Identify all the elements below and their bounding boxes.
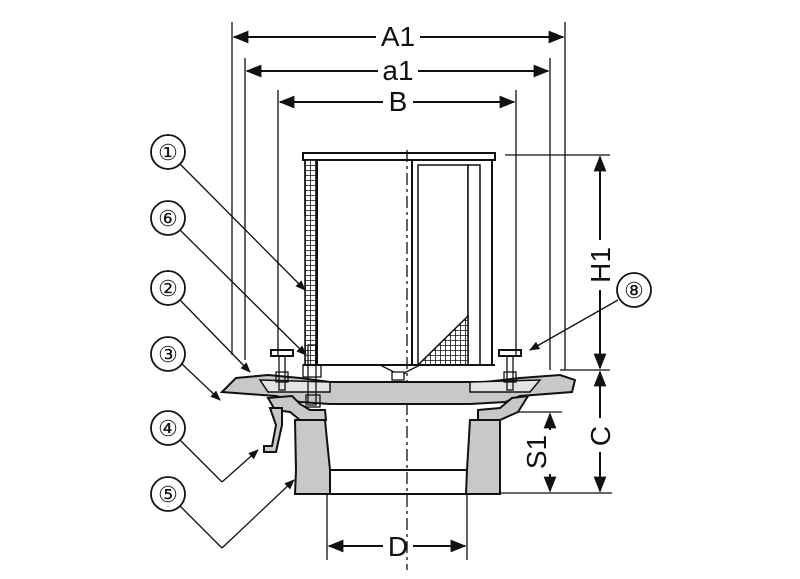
label-A1: A1	[381, 21, 415, 52]
bolt-right	[498, 349, 522, 391]
callout-3: ③	[150, 336, 221, 401]
callout-2: ②	[150, 270, 251, 373]
callout-5: ⑤	[150, 476, 295, 549]
label-a1: a1	[382, 55, 413, 86]
dimension-C: C	[500, 370, 616, 494]
callout-6: ⑥	[150, 200, 307, 356]
dimension-A1: A1	[231, 20, 566, 370]
callout-8-label: ⑧	[624, 278, 644, 303]
callout-1: ①	[150, 134, 306, 291]
callout-5-label: ⑤	[158, 482, 178, 507]
label-H1: H1	[585, 247, 616, 283]
callout-4: ④	[150, 410, 259, 483]
bolt-center-left	[302, 344, 322, 408]
drain-body	[219, 373, 577, 495]
label-S1: S1	[521, 435, 552, 469]
label-D: D	[388, 531, 408, 562]
callout-1-label: ①	[158, 140, 178, 165]
callout-8: ⑧	[529, 272, 652, 351]
bolt-left	[270, 349, 294, 391]
dimension-B: B	[277, 86, 517, 355]
callout-4-label: ④	[158, 416, 178, 441]
callout-3-label: ③	[158, 342, 178, 367]
callout-2-label: ②	[158, 276, 178, 301]
label-B: B	[389, 86, 408, 117]
label-C: C	[585, 426, 616, 446]
dimension-S1: S1	[500, 411, 562, 493]
strainer-basket	[302, 150, 496, 570]
dimension-D: D	[326, 495, 468, 564]
callout-6-label: ⑥	[158, 206, 178, 231]
dimension-a1: a1	[244, 54, 551, 370]
dimension-H1: H1	[505, 154, 616, 371]
